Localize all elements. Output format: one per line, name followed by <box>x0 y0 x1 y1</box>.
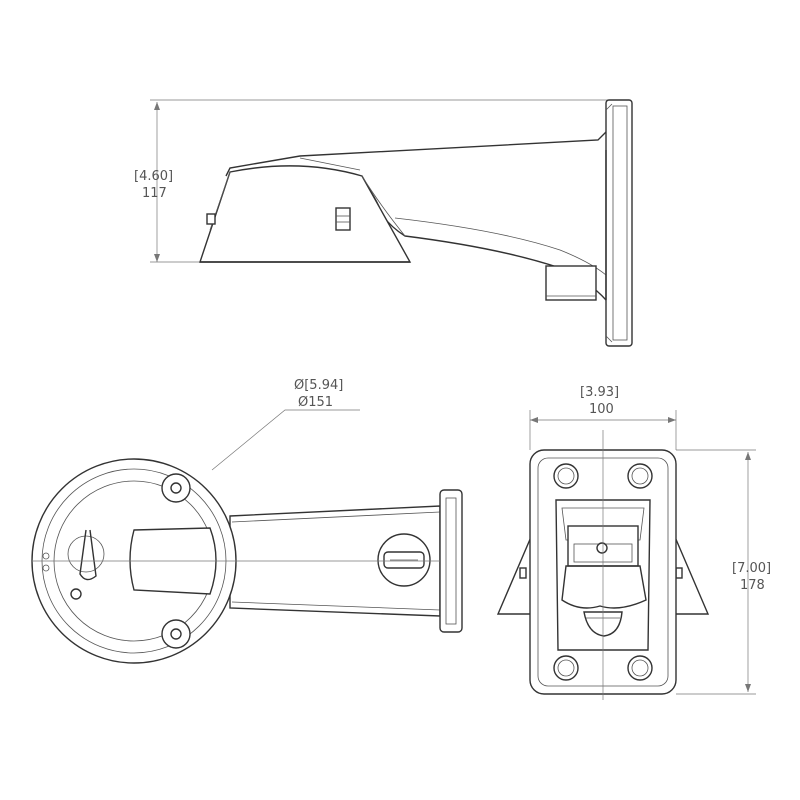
height-front-imperial-label: [7.00] <box>732 561 771 576</box>
height-imperial-label: [4.60] <box>134 169 173 184</box>
diameter-metric-label: Ø151 <box>298 395 333 410</box>
height-front-metric-label: 178 <box>740 578 765 593</box>
top-view: Ø[5.94] Ø151 <box>31 378 463 664</box>
width-imperial-label: [3.93] <box>580 385 619 400</box>
screw-boss-bottom <box>161 619 191 649</box>
screw-boss-top <box>161 473 191 503</box>
width-metric-label: 100 <box>589 402 614 417</box>
diameter-imperial-label: Ø[5.94] <box>294 378 343 393</box>
height-metric-label: 117 <box>142 186 167 201</box>
side-view: [4.60] 117 <box>134 99 633 347</box>
front-view: [3.93] 100 [7.00] 178 <box>496 385 771 700</box>
